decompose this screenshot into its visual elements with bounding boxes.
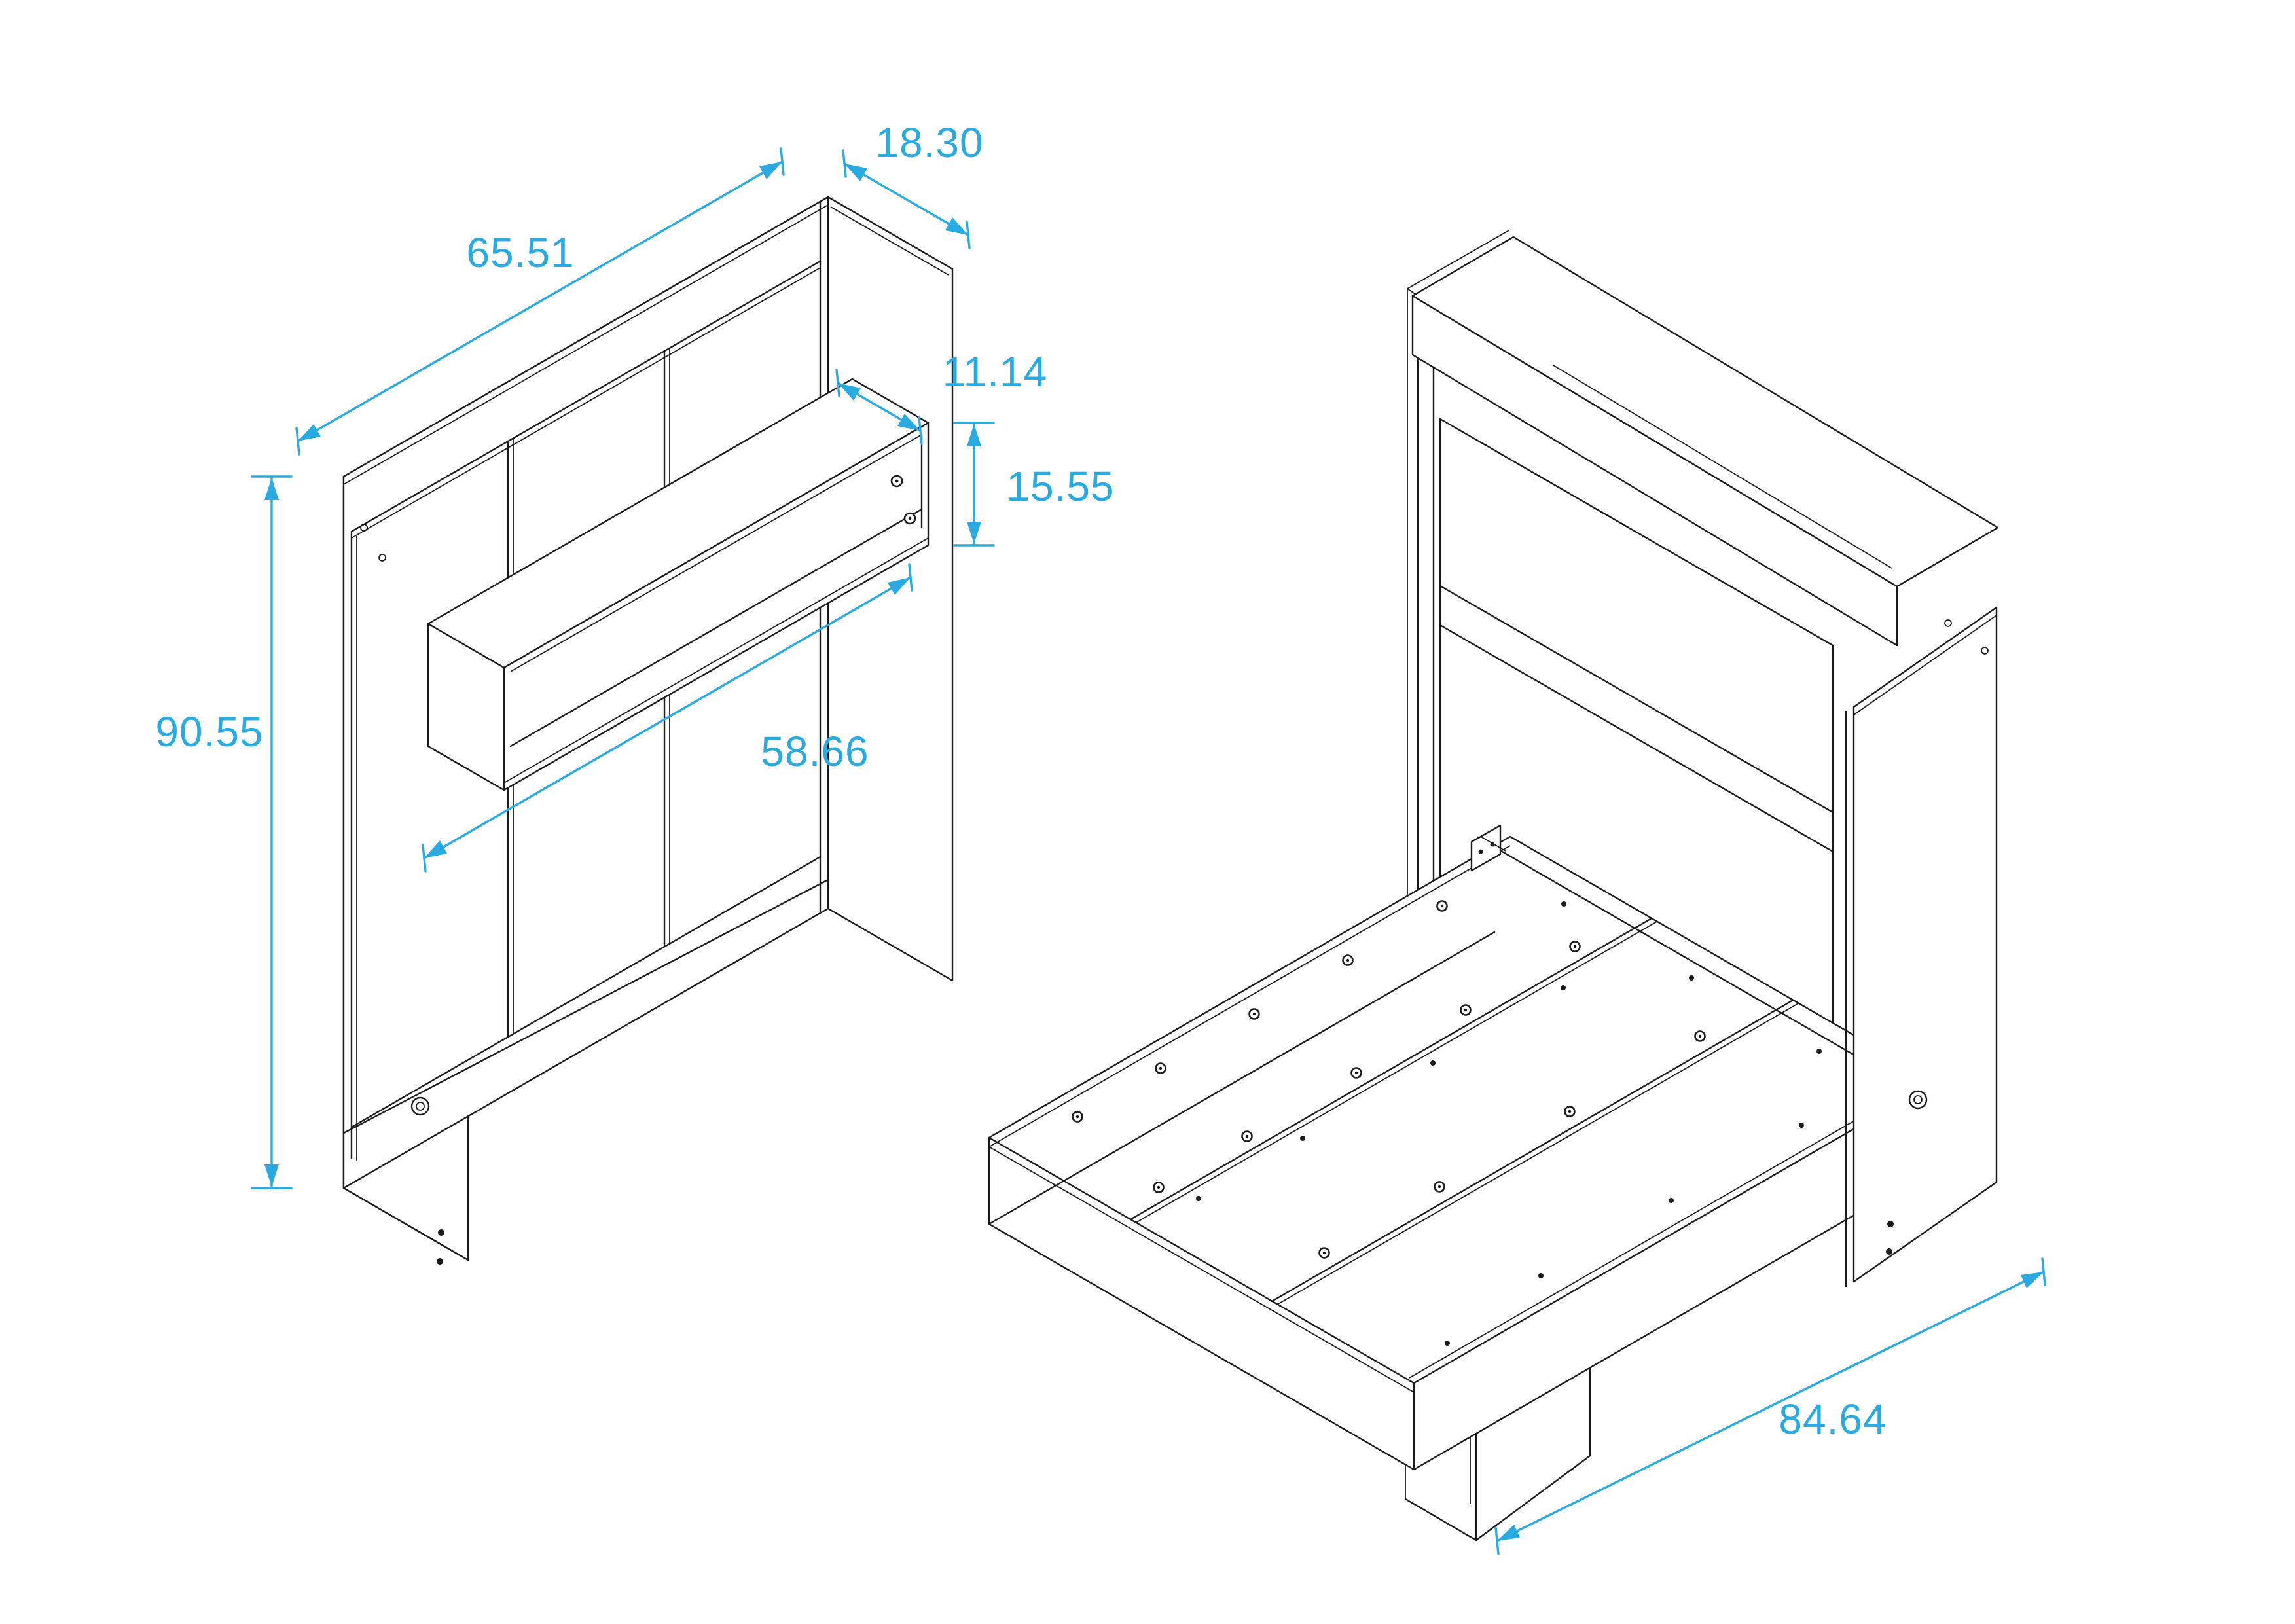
- deck-far-edge: [1413, 1081, 1936, 1384]
- dim-shelf-height: 15.55: [953, 422, 1114, 547]
- pilot-hole: [1886, 1248, 1892, 1255]
- near-rail-top-edge-2: [988, 845, 1511, 1147]
- right-side-panel: [1845, 606, 1998, 1288]
- dim-cabinet-width: 65.51: [295, 147, 785, 456]
- deck-screws: [1072, 900, 1822, 1346]
- cam-lock-hole-inner: [416, 1102, 425, 1111]
- screw-hole: [360, 524, 368, 532]
- deck-seam-2b: [1276, 1003, 1799, 1305]
- hinge-bracket: [1470, 824, 1506, 872]
- left-side-panel: [1407, 230, 1509, 983]
- shelf-screw-center: [895, 479, 899, 483]
- dim-shelf-depth: 11.14: [835, 348, 1047, 445]
- dim-shelf-height-label: 15.55: [1006, 463, 1114, 510]
- screw-hole: [1981, 647, 1989, 655]
- header-rail-recess-line: [1553, 365, 1892, 569]
- foot-top-edge: [988, 1136, 1415, 1384]
- shelf-screw-center: [908, 516, 912, 520]
- pilot-hole: [437, 1258, 443, 1265]
- door-bottom-edge: [350, 856, 822, 1128]
- cabinet-bottom-left-edge: [342, 1187, 469, 1261]
- dim-open-length-label: 84.64: [1779, 1396, 1887, 1443]
- head-rail-edge: [1492, 845, 1919, 1093]
- top-panel-face: [1411, 236, 1999, 588]
- back-rail-top-edge: [1439, 585, 1834, 814]
- wall-shelf: [427, 378, 930, 791]
- cam-lock-hole: [410, 1096, 430, 1116]
- deck-seam-2: [1271, 999, 1794, 1303]
- door-top-edge-2: [351, 267, 821, 539]
- back-panel: [1439, 418, 1834, 1022]
- base-top-edge: [342, 878, 829, 1134]
- closed-bed-view: 65.51 18.30 11.14 15.55: [155, 119, 1114, 1265]
- dim-cabinet-height-label: 90.55: [155, 708, 263, 755]
- bed-outline: [988, 835, 1936, 1471]
- top-panel-front-edge: [343, 204, 829, 485]
- deck-far-edge-2: [1409, 1076, 1931, 1379]
- dim-shelf-length-label: 58.66: [761, 728, 869, 775]
- header-rail-front: [1411, 295, 1898, 647]
- shelf-open-front: [503, 422, 930, 791]
- open-bed-view: 84.64: [988, 230, 2046, 1555]
- bed-platform: [988, 824, 1936, 1471]
- dim-cabinet-depth-label: 18.30: [875, 119, 983, 166]
- deck-seam-1b: [1135, 921, 1657, 1223]
- dim-cabinet-width-label: 65.51: [466, 229, 574, 276]
- shelf-floor-back-edge: [509, 508, 923, 748]
- back-panel-top-edge: [1439, 418, 1834, 647]
- screw-hole: [1944, 619, 1952, 627]
- pilot-hole: [438, 1229, 444, 1236]
- top-rail-assembly: [1411, 236, 1999, 647]
- shelf-floor-front-edge: [503, 537, 929, 784]
- door-top-edge: [350, 260, 822, 533]
- back-rail-bottom-edge: [1439, 624, 1834, 853]
- dim-shelf-length: 58.66: [422, 563, 913, 873]
- shelf-inner-top-edge: [510, 434, 922, 672]
- dim-cabinet-height: 90.55: [155, 475, 293, 1189]
- near-rail-bottom-edge: [988, 931, 1496, 1225]
- cam-lock-hole-inner: [1913, 1095, 1923, 1104]
- dim-shelf-depth-label: 11.14: [943, 348, 1047, 395]
- pilot-hole: [1887, 1221, 1894, 1227]
- cam-lock-hole: [1908, 1090, 1928, 1110]
- dim-open-length: 84.64: [1494, 1257, 2046, 1555]
- top-panel-right-edge: [830, 206, 949, 276]
- dim-cabinet-depth: 18.30: [842, 119, 983, 249]
- right-panel-top-edge-2: [1853, 615, 1997, 715]
- foot-top-edge-2: [988, 1146, 1415, 1393]
- deck-seam-1: [1129, 917, 1653, 1221]
- screw-hole: [378, 554, 386, 562]
